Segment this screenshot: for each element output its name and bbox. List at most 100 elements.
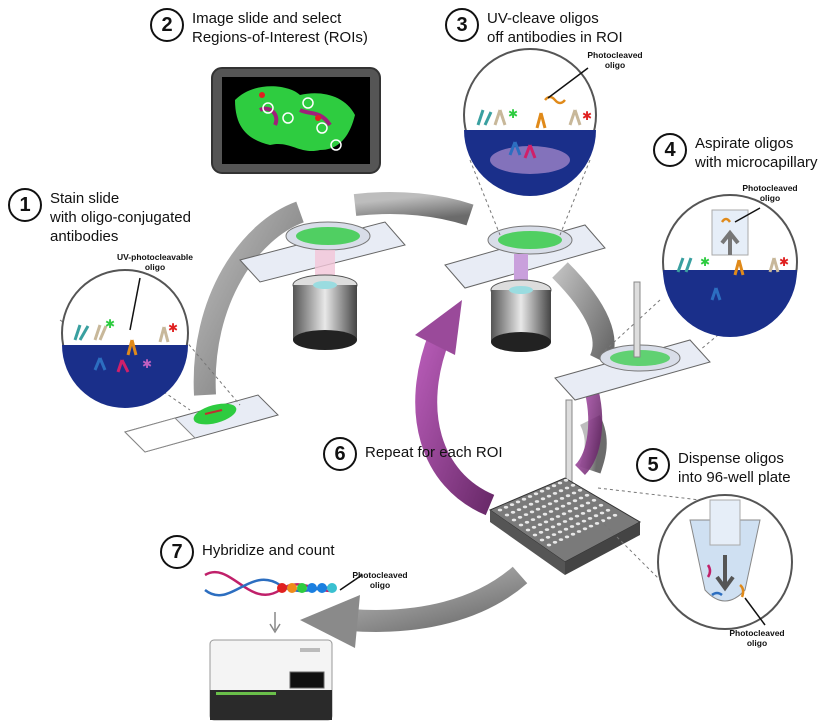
well — [532, 533, 538, 537]
well — [535, 507, 541, 511]
well — [552, 540, 558, 544]
zoom-circle-step1: ✱ ✱ ✱ — [59, 269, 241, 411]
well — [545, 487, 551, 490]
well — [534, 500, 540, 503]
well — [579, 504, 585, 508]
svg-text:✱: ✱ — [582, 109, 592, 123]
well — [565, 494, 571, 498]
well — [538, 530, 544, 534]
well — [557, 530, 563, 534]
callout-uv-photocleavable: UV-photocleavable oligo — [116, 252, 194, 272]
svg-text:✱: ✱ — [700, 255, 710, 269]
step-6: 6 Repeat for each ROI — [323, 437, 503, 471]
well — [569, 525, 575, 528]
well — [551, 484, 557, 488]
well — [542, 512, 548, 516]
well — [564, 486, 570, 490]
well — [592, 506, 598, 510]
well — [527, 495, 533, 498]
well — [561, 512, 567, 516]
well — [587, 517, 593, 520]
well — [545, 535, 551, 539]
well — [524, 520, 530, 524]
well — [573, 507, 579, 510]
well — [541, 505, 547, 508]
well — [503, 505, 509, 509]
step-text: Hybridize and count — [202, 542, 335, 559]
well — [563, 478, 569, 482]
well — [549, 517, 555, 521]
well — [554, 507, 560, 511]
callout-photocleaved-7: Photocleaved oligo — [352, 570, 408, 590]
well — [568, 517, 574, 521]
slide-step4 — [554, 281, 711, 401]
well — [517, 515, 523, 519]
well — [522, 505, 528, 509]
well — [593, 514, 599, 518]
well — [544, 528, 550, 531]
step-number: 6 — [323, 437, 357, 471]
well — [511, 518, 517, 522]
slide-step3 — [444, 224, 606, 352]
well — [543, 520, 549, 524]
well — [598, 503, 604, 507]
step-text: UV-cleave oligos off antibodies in ROI — [487, 10, 623, 46]
well — [578, 496, 584, 500]
well — [548, 510, 554, 513]
well — [546, 543, 552, 547]
well — [570, 483, 576, 487]
ncounter-instrument — [209, 639, 333, 721]
well — [523, 513, 529, 516]
step-text: Image slide and select Regions-of-Intere… — [192, 10, 368, 46]
step-number: 4 — [653, 133, 687, 167]
well — [509, 503, 515, 506]
step-number: 2 — [150, 8, 184, 42]
well — [584, 493, 590, 497]
step-text: Aspirate oligos with microcapillary — [695, 135, 818, 171]
slide-step2 — [239, 221, 406, 350]
well — [560, 504, 566, 508]
zoom-circle-step5 — [597, 487, 793, 630]
well — [563, 527, 569, 531]
well — [540, 497, 546, 501]
well — [559, 497, 565, 500]
cycle-arrowhead — [300, 595, 360, 648]
zoom-circle-step3: ✱ ✱ — [463, 48, 597, 236]
callout-photocleaved-3: Photocleaved oligo — [587, 50, 643, 70]
step-5: 5 Dispense oligos into 96-well plate — [636, 448, 791, 487]
well — [516, 508, 522, 511]
well — [533, 492, 539, 496]
svg-text:✱: ✱ — [508, 107, 518, 121]
well — [525, 528, 531, 532]
well — [558, 489, 564, 493]
repeat-arrow — [415, 330, 495, 516]
step-4: 4 Aspirate oligos with microcapillary — [653, 133, 818, 172]
callout-photocleaved-4: Photocleaved oligo — [742, 183, 798, 203]
well — [605, 508, 611, 512]
well — [515, 500, 521, 504]
well — [567, 509, 573, 513]
step-text: Repeat for each ROI — [365, 444, 503, 461]
well — [504, 513, 510, 517]
well — [571, 491, 577, 495]
well — [518, 523, 524, 527]
dna-hybridization — [204, 571, 363, 634]
well — [510, 510, 516, 514]
well — [528, 502, 534, 506]
well — [572, 499, 578, 503]
well — [574, 514, 580, 518]
step-text: Dispense oligos into 96-well plate — [678, 450, 791, 486]
well — [612, 513, 618, 517]
well — [550, 525, 556, 529]
slide-step1 — [124, 394, 279, 453]
step-7: 7 Hybridize and count — [160, 535, 335, 569]
well — [547, 502, 553, 506]
repeat-arrowhead — [415, 300, 462, 355]
step-number: 5 — [636, 448, 670, 482]
well — [529, 510, 535, 514]
well — [556, 522, 562, 526]
well — [553, 499, 559, 503]
well — [558, 538, 564, 541]
well — [576, 530, 582, 533]
